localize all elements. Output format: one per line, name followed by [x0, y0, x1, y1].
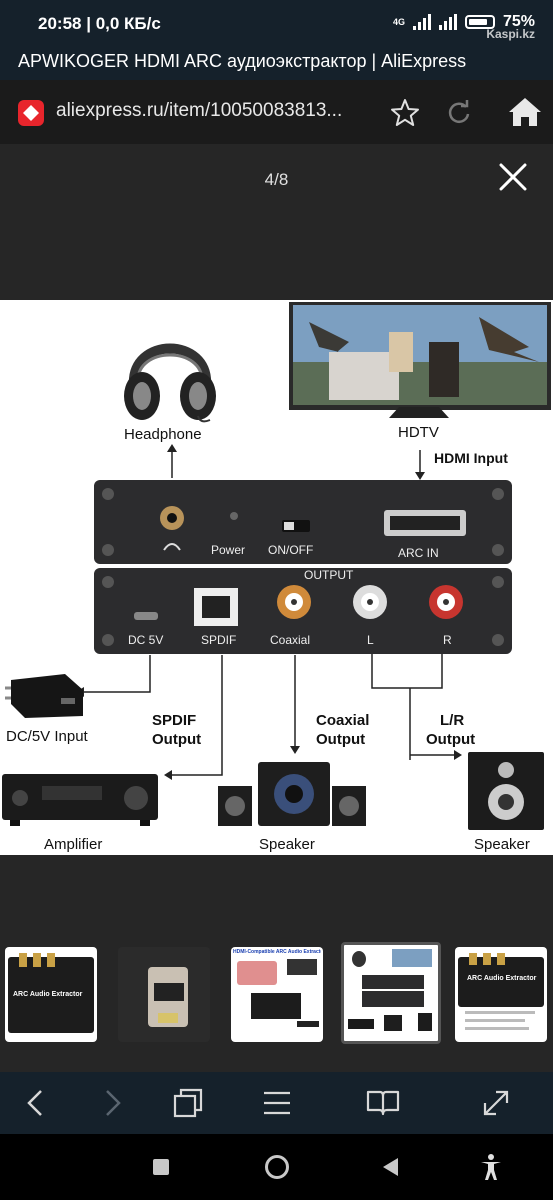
- power-adapter-illustration: [5, 670, 85, 720]
- network-label: 4G: [392, 17, 405, 27]
- status-time: 20:58 | 0,0 КБ/с: [38, 14, 161, 33]
- spdif-label: SPDIF: [201, 633, 237, 647]
- product-image[interactable]: Headphone HDTV HDMI Input: [0, 300, 553, 855]
- lr-output-label-1: L/R: [440, 712, 465, 729]
- status-bar: [0, 0, 553, 44]
- amplifier-illustration: [2, 774, 158, 826]
- cell-signal-icon: [412, 14, 431, 30]
- speaker-center-label: Speaker: [259, 836, 315, 853]
- thumbnail-4-selected[interactable]: [341, 942, 441, 1044]
- r-label: R: [443, 633, 452, 647]
- hdmi-input-label: HDMI Input: [434, 450, 508, 466]
- status-speed: | 0,0 КБ/с: [86, 14, 161, 33]
- url-bar[interactable]: [0, 80, 553, 144]
- headphone-illustration: [120, 316, 220, 426]
- battery-level: 75%: [502, 13, 535, 30]
- recents-square-icon[interactable]: [153, 1159, 169, 1175]
- home-circle-icon[interactable]: [264, 1154, 290, 1180]
- coaxial-output-label-1: Coaxial: [316, 712, 370, 729]
- dc-input-label: DC/5V Input: [6, 728, 88, 745]
- home-icon[interactable]: [508, 96, 542, 128]
- hdtv-label: HDTV: [398, 424, 439, 441]
- menu-icon[interactable]: [262, 1090, 292, 1116]
- accessibility-icon[interactable]: [479, 1153, 503, 1181]
- thumbnail-3-caption: HDMI-Compatible ARC Audio Extractor: [233, 949, 321, 955]
- close-icon[interactable]: [496, 160, 530, 194]
- bookmark-star-icon[interactable]: [389, 97, 421, 129]
- url-text[interactable]: aliexpress.ru/item/10050083813...: [56, 100, 343, 121]
- coaxial-output-label-2: Output: [316, 731, 366, 748]
- thumbnail-2[interactable]: [118, 947, 210, 1042]
- status-indicators: 4G 75%: [393, 13, 535, 31]
- amplifier-label: Amplifier: [44, 836, 103, 853]
- reading-mode-book-icon[interactable]: [366, 1090, 400, 1116]
- thumbnail-5[interactable]: ARC Audio Extractor: [455, 947, 547, 1042]
- thumbnail-1[interactable]: ARC Audio Extractor: [5, 947, 97, 1042]
- watermark: Kaspi.kz: [486, 27, 535, 41]
- onoff-label: ON/OFF: [268, 543, 314, 557]
- reload-icon[interactable]: [444, 98, 474, 128]
- spdif-output-label-2: Output: [152, 731, 202, 748]
- device-top-panel: [94, 480, 512, 564]
- thumbnail-5-caption: ARC Audio Extractor: [467, 975, 537, 982]
- device-bottom-panel: [94, 568, 512, 654]
- speaker-center-illustration: [218, 760, 368, 830]
- l-label: L: [367, 633, 374, 647]
- output-label: OUTPUT: [304, 568, 354, 582]
- power-label: Power: [211, 543, 246, 557]
- site-favicon-icon: [18, 100, 44, 126]
- title-bar: [0, 44, 553, 80]
- dc5v-label: DC 5V: [128, 633, 164, 647]
- speaker-right-illustration: [468, 752, 544, 830]
- headphone-label: Headphone: [124, 426, 202, 443]
- fullscreen-icon[interactable]: [482, 1089, 510, 1117]
- battery-icon: [464, 15, 495, 29]
- lr-output-label-2: Output: [426, 731, 476, 748]
- image-counter: 4/8: [264, 170, 289, 189]
- coaxial-label: Coaxial: [270, 633, 311, 647]
- page-title: APWIKOGER HDMI ARC аудиоэкстрактор | Ali…: [18, 51, 467, 71]
- hdtv-illustration: [289, 302, 551, 420]
- thumbnail-3[interactable]: HDMI-Compatible ARC Audio Extractor: [231, 947, 323, 1042]
- back-icon[interactable]: [22, 1088, 50, 1118]
- forward-icon[interactable]: [98, 1088, 126, 1118]
- back-triangle-icon[interactable]: [380, 1156, 400, 1178]
- tabs-icon[interactable]: [172, 1087, 204, 1119]
- system-nav-bar: [0, 1134, 553, 1200]
- thumbnail-1-caption: ARC Audio Extractor: [13, 991, 83, 998]
- spdif-output-label-1: SPDIF: [152, 712, 197, 729]
- arc-in-label: ARC IN: [398, 546, 439, 560]
- speaker-right-label: Speaker: [474, 836, 530, 853]
- wifi-signal-icon: [438, 14, 457, 30]
